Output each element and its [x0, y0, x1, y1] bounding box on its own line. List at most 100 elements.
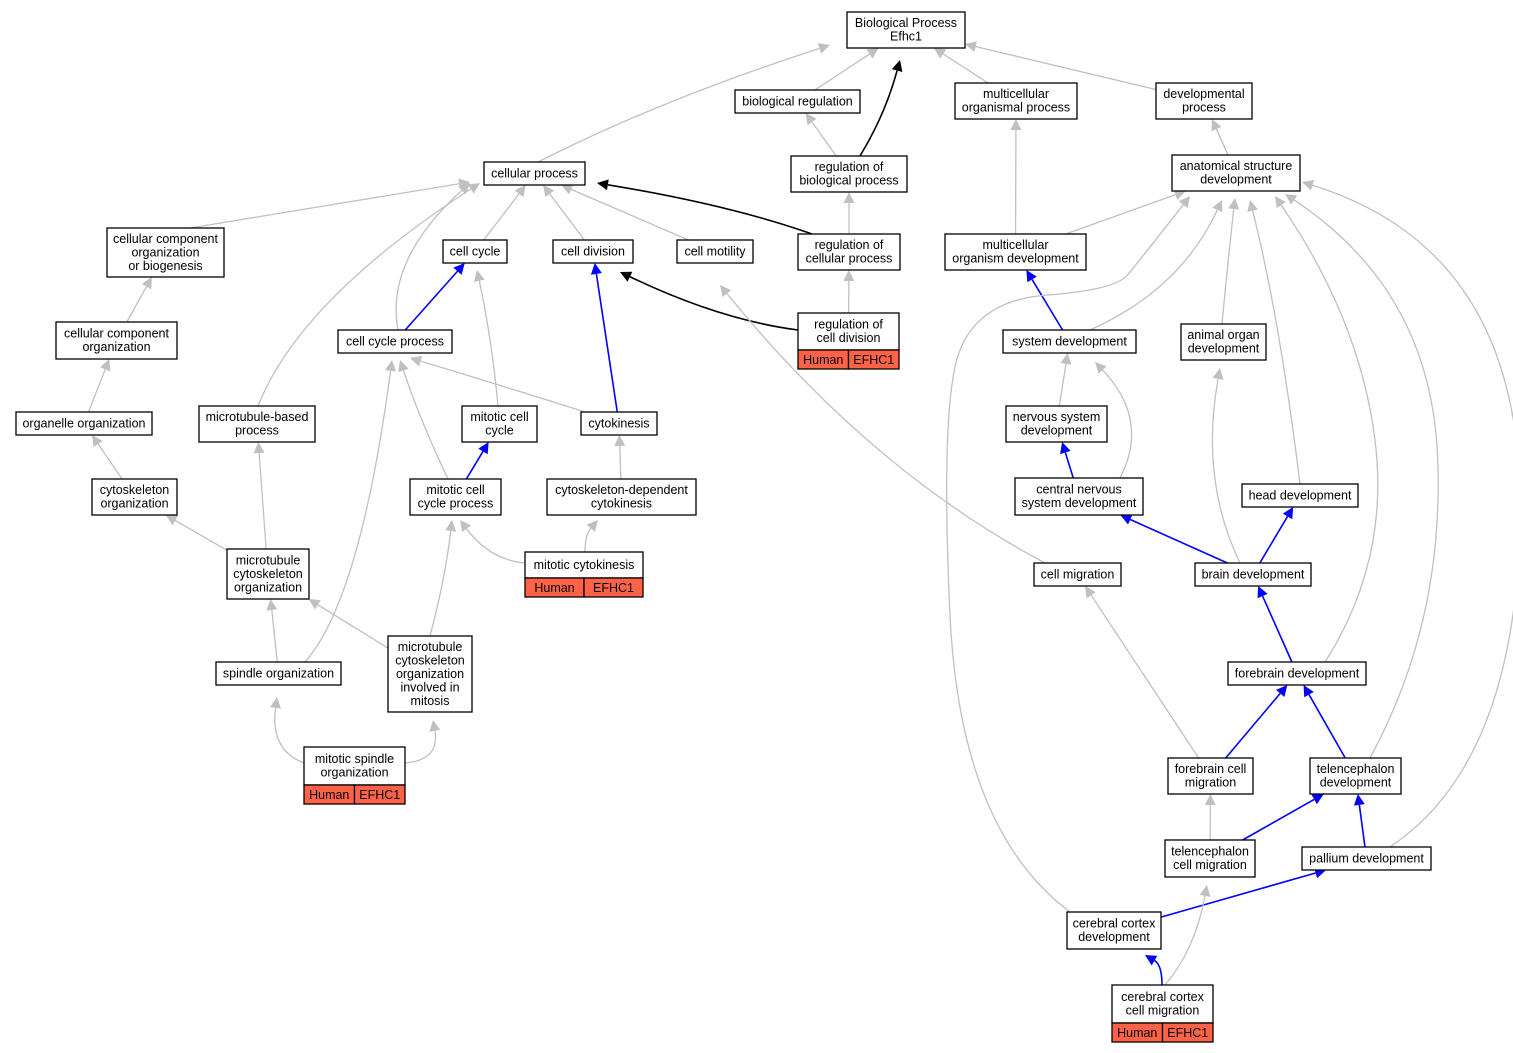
arrowhead — [1085, 586, 1096, 599]
node-label-line: pallium development — [1309, 851, 1424, 865]
edge-cytok-to-celldiv — [590, 263, 619, 413]
arrowhead — [141, 277, 152, 290]
arrowhead — [1178, 196, 1190, 209]
arrowhead — [1285, 194, 1298, 205]
node-label-line: nervous system — [1013, 410, 1101, 424]
node-box — [337, 329, 453, 354]
node-cellproc[interactable]: cellular process — [483, 161, 586, 186]
edge-cellmig-to-cellmot — [720, 285, 1046, 564]
node-box — [226, 548, 310, 600]
node-bioreg[interactable]: biological regulation — [734, 89, 861, 114]
edge-ccd-to-asd — [946, 196, 1190, 913]
edge-mcoim-to-mccp — [429, 520, 457, 637]
arrowhead — [1060, 442, 1071, 455]
node-label-line: head development — [1249, 488, 1352, 502]
edge-mccp-to-ccp — [398, 360, 449, 480]
node-label-line: migration — [1185, 776, 1236, 790]
node-cellmot[interactable]: cell motility — [676, 239, 754, 264]
node-cellmig[interactable]: cell migration — [1033, 562, 1122, 587]
node-label-line: regulation of — [814, 318, 883, 332]
arrowhead — [1145, 955, 1158, 966]
node-braindev[interactable]: brain development — [1194, 562, 1312, 587]
node-spindle[interactable]: spindle organization — [215, 661, 342, 686]
node-ccp[interactable]: cell cycle process — [337, 329, 453, 354]
arrowhead — [933, 48, 947, 59]
node-label-line: cell motility — [684, 244, 746, 258]
node-cytok[interactable]: cytokinesis — [580, 411, 658, 436]
node-sysdev[interactable]: system development — [1002, 329, 1137, 354]
edge-layer — [87, 41, 1513, 986]
arrowhead — [586, 520, 598, 532]
node-box — [552, 239, 634, 264]
node-label-line: animal organ — [1187, 328, 1259, 342]
node-orgorg[interactable]: organelle organization — [15, 411, 153, 436]
node-box — [1301, 846, 1432, 871]
edge-regbio-to-bioreg — [805, 113, 837, 157]
edge-celldiv-to-cellproc — [543, 185, 585, 241]
edge-line — [537, 47, 820, 163]
node-label-line: cytoskeleton — [233, 567, 303, 581]
edge-bioreg-to-bp — [814, 48, 879, 91]
edge-mop-to-bp — [933, 48, 989, 84]
node-label-line: telencephalon — [1317, 762, 1395, 776]
node-label-line: forebrain development — [1235, 666, 1360, 680]
node-label-line: mitotic cell — [426, 483, 484, 497]
node-label-line: cellular component — [64, 327, 169, 341]
gene-label: EFHC1 — [593, 581, 634, 595]
edge-braindev-to-aod — [1211, 368, 1241, 564]
edge-cco-to-ccob — [126, 277, 152, 323]
edge-devproc-to-bp — [965, 41, 1157, 91]
node-label-line: biological process — [799, 174, 898, 188]
node-label-line: multicellular — [983, 238, 1049, 252]
arrowhead — [1257, 586, 1268, 599]
edge-mco-to-cytoorg — [165, 515, 228, 551]
edge-nsd-to-sysdev — [1058, 353, 1072, 407]
node-celldiv[interactable]: cell division — [552, 239, 634, 264]
node-label-line: cytoskeleton — [100, 483, 170, 497]
gene-cell — [583, 577, 644, 598]
node-label-line: microtubule-based — [206, 410, 309, 424]
edge-line — [257, 188, 472, 407]
edge-line — [258, 452, 267, 550]
node-mcoim[interactable]: microtubulecytoskeletonorganizationinvol… — [387, 635, 473, 713]
edge-regcd-to-celldiv — [620, 271, 799, 331]
node-cellcycle[interactable]: cell cycle — [442, 239, 508, 264]
arrowhead — [817, 43, 830, 54]
edge-cellproc-to-bp — [537, 43, 830, 163]
node-fbdev[interactable]: forebrain development — [1227, 661, 1367, 686]
arrowhead — [478, 442, 489, 455]
node-box — [1241, 483, 1359, 508]
arrowhead — [891, 60, 903, 73]
node-box — [1180, 323, 1267, 361]
node-headdev[interactable]: head development — [1241, 483, 1359, 508]
node-palldev[interactable]: pallium development — [1301, 846, 1432, 871]
edge-mcoim-to-mco — [308, 599, 389, 649]
